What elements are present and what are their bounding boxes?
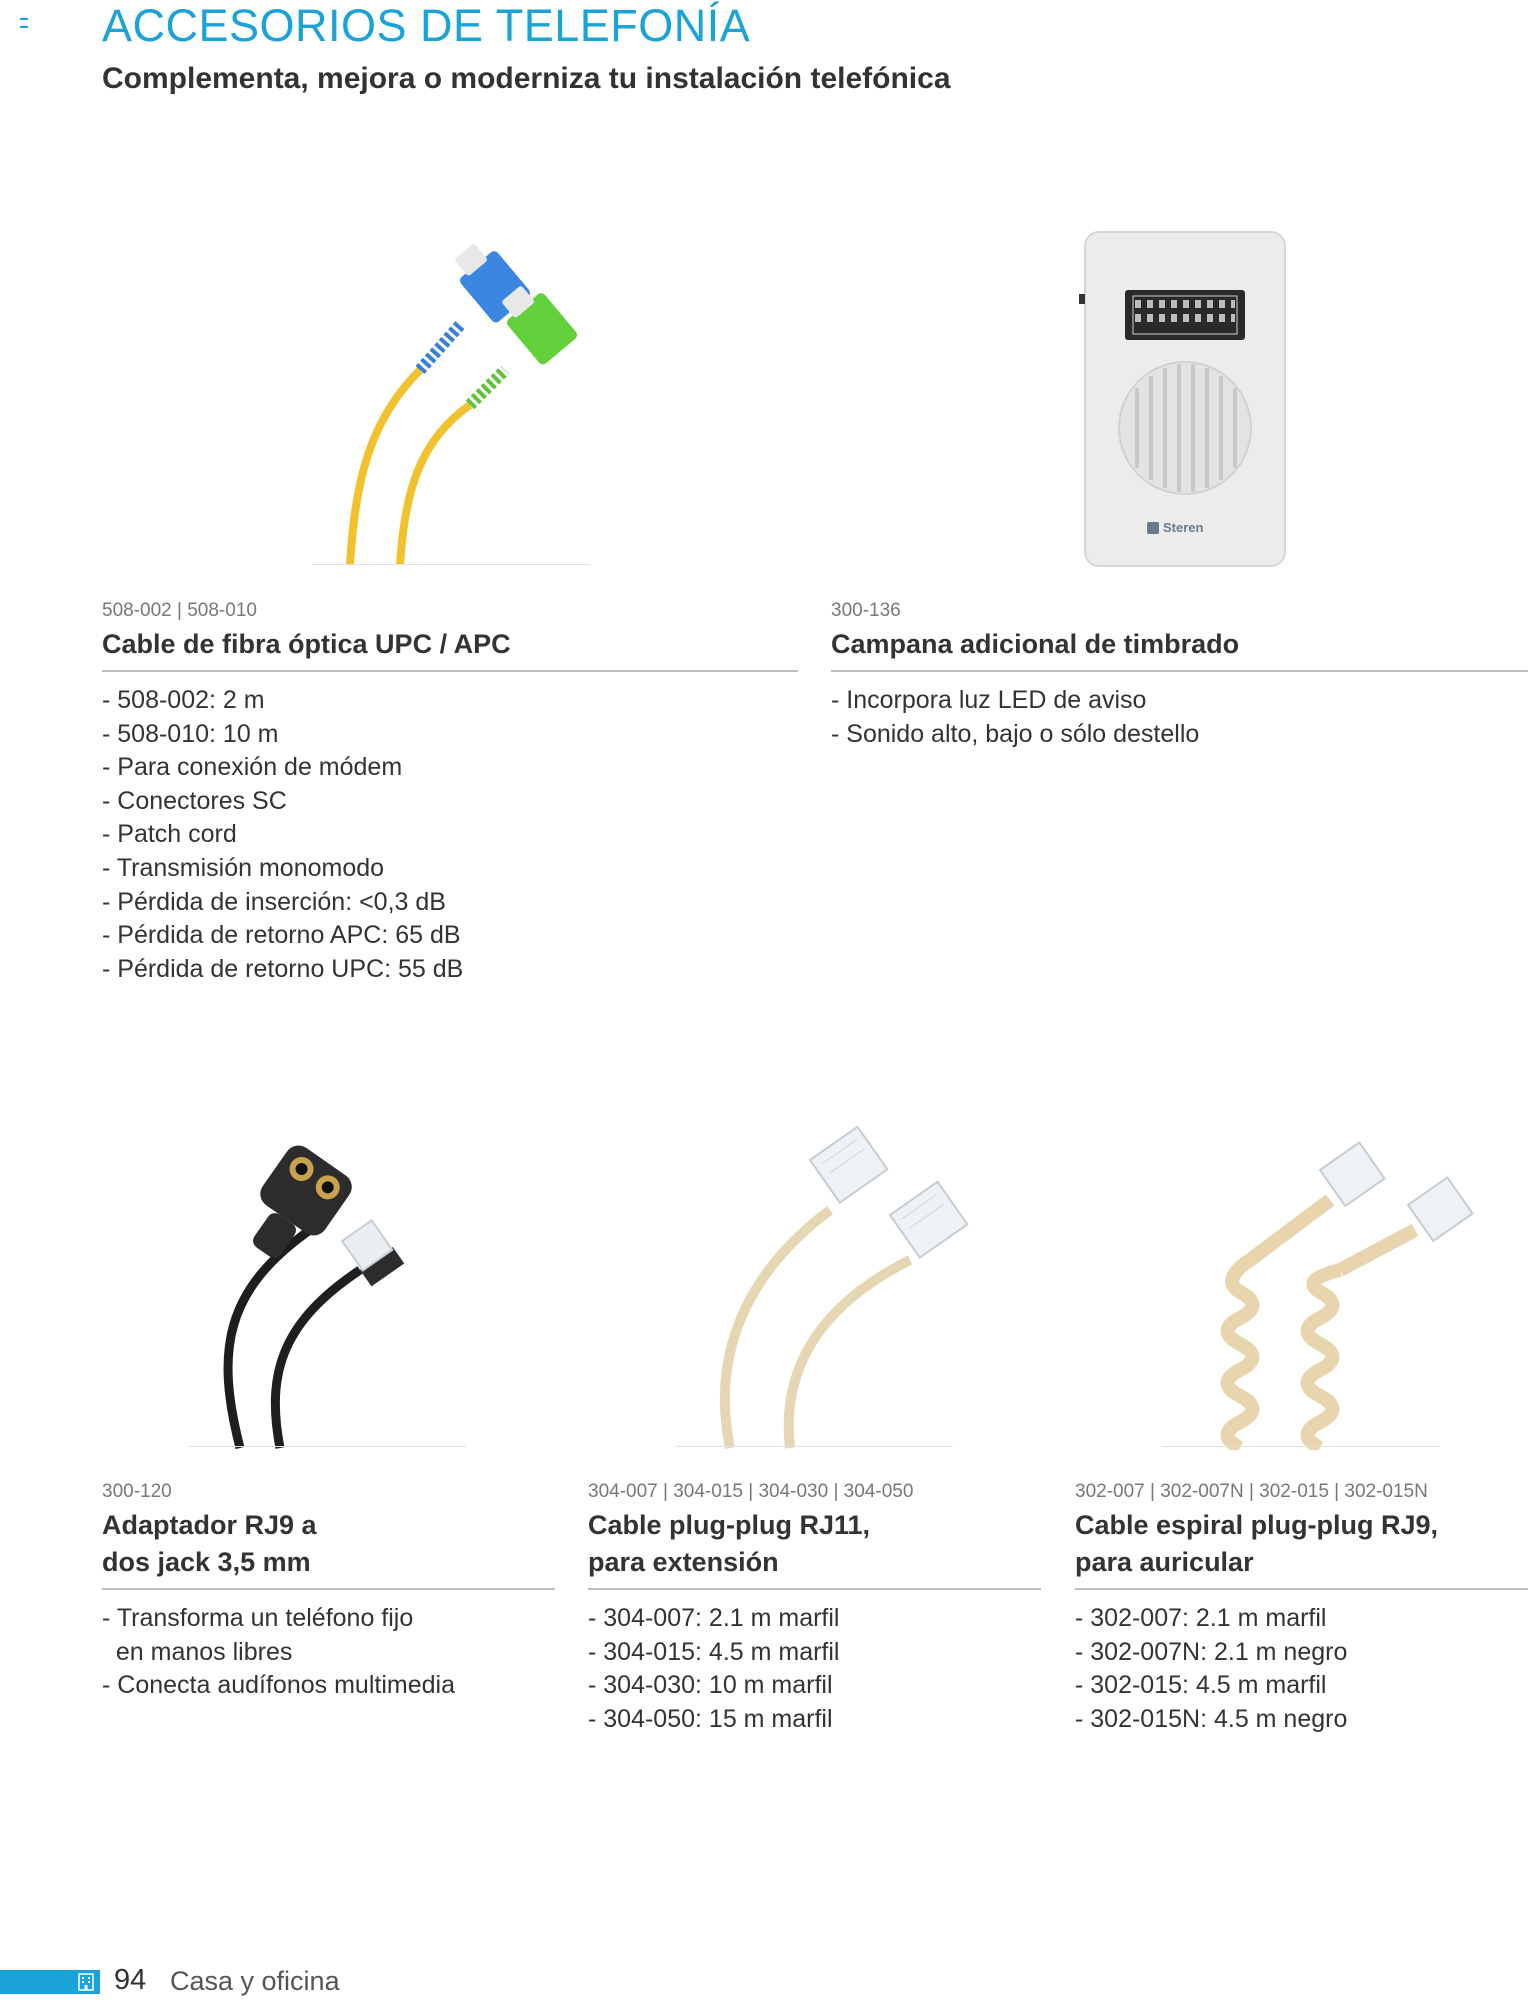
product-name: Adaptador RJ9 a dos jack 3,5 mm	[102, 1507, 317, 1581]
feature-list: - Transforma un teléfono fijo en manos l…	[102, 1602, 455, 1703]
image-baseline	[1162, 1446, 1440, 1447]
divider	[831, 670, 1528, 672]
brand-logo: Steren	[1163, 520, 1204, 535]
page-title: ACCESORIOS DE TELEFONÍA	[102, 0, 751, 51]
corner-mark	[20, 18, 28, 28]
divider	[1075, 1588, 1528, 1590]
list-item: en manos libres	[102, 1637, 293, 1666]
list-item: - Sonido alto, bajo o sólo destello	[831, 719, 1200, 748]
page-subtitle: Complementa, mejora o moderniza tu insta…	[102, 62, 951, 95]
product-name-line: Adaptador RJ9 a	[102, 1510, 317, 1540]
coiled-rj9-cable-image	[1220, 1141, 1474, 1450]
office-building-icon	[78, 1973, 94, 1991]
product-name-line: dos jack 3,5 mm	[102, 1547, 311, 1577]
list-item: - Transforma un teléfono fijo	[102, 1604, 414, 1632]
product-code: 300-120	[102, 1481, 172, 1502]
list-item: - Para conexión de módem	[102, 753, 403, 782]
product-name-line: Cable espiral plug-plug RJ9,	[1075, 1510, 1439, 1540]
product-name: Campana adicional de timbrado	[831, 626, 1239, 663]
product-name-line: Cable de fibra óptica UPC / APC	[102, 629, 511, 659]
fiber-optic-cable-image	[346, 244, 578, 566]
rj9-adapter-image	[223, 1145, 405, 1450]
list-item: - Pérdida de inserción: <0,3 dB	[102, 887, 446, 916]
product-code: 300-136	[831, 600, 901, 621]
list-item: - Conectores SC	[102, 786, 287, 815]
divider	[102, 670, 798, 672]
feature-list: - Incorpora luz LED de aviso - Sonido al…	[831, 684, 1199, 751]
list-item: - 304-007: 2.1 m marfil	[588, 1604, 840, 1632]
product-name: Cable espiral plug-plug RJ9, para auricu…	[1075, 1507, 1438, 1581]
list-item: - Conecta audífonos multimedia	[102, 1671, 455, 1700]
product-code: 304-007 | 304-015 | 304-030 | 304-050	[588, 1481, 914, 1502]
product-name-line: Cable plug-plug RJ11,	[588, 1510, 871, 1540]
feature-list: - 304-007: 2.1 m marfil - 304-015: 4.5 m…	[588, 1602, 840, 1736]
list-item: - 304-030: 10 m marfil	[588, 1671, 833, 1700]
list-item: - Pérdida de retorno APC: 65 dB	[102, 921, 461, 950]
list-item: - 302-015: 4.5 m marfil	[1075, 1671, 1327, 1700]
image-baseline	[312, 564, 590, 565]
list-item: - 302-007: 2.1 m marfil	[1075, 1604, 1327, 1632]
divider	[588, 1588, 1041, 1590]
list-item: - Incorpora luz LED de aviso	[831, 686, 1147, 714]
list-item: - 304-015: 4.5 m marfil	[588, 1637, 840, 1666]
product-code: 508-002 | 508-010	[102, 600, 257, 621]
image-baseline	[675, 1446, 953, 1447]
list-item: - 508-010: 10 m	[102, 719, 279, 748]
ringer-bell-image: Steren	[1079, 231, 1286, 567]
image-baseline	[188, 1446, 466, 1447]
list-item: - Pérdida de retorno UPC: 55 dB	[102, 954, 464, 983]
list-item: - Patch cord	[102, 820, 237, 849]
page-number: 94	[114, 1964, 147, 1996]
product-code: 302-007 | 302-007N | 302-015 | 302-015N	[1075, 1481, 1428, 1502]
list-item: - 302-007N: 2.1 m negro	[1075, 1637, 1348, 1666]
list-item: - Transmisión monomodo	[102, 853, 385, 882]
rj11-cable-image	[719, 1125, 969, 1449]
product-name: Cable de fibra óptica UPC / APC	[102, 626, 511, 663]
list-item: - 302-015N: 4.5 m negro	[1075, 1704, 1348, 1733]
list-item: - 508-002: 2 m	[102, 686, 265, 714]
product-name-line: para auricular	[1075, 1547, 1254, 1577]
divider	[102, 1588, 555, 1590]
feature-list: - 302-007: 2.1 m marfil - 302-007N: 2.1 …	[1075, 1602, 1347, 1736]
section-name: Casa y oficina	[170, 1966, 340, 1996]
feature-list: - 508-002: 2 m - 508-010: 10 m - Para co…	[102, 684, 463, 986]
list-item: - 304-050: 15 m marfil	[588, 1704, 833, 1733]
product-name-line: Campana adicional de timbrado	[831, 629, 1240, 659]
product-name-line: para extensión	[588, 1547, 779, 1577]
product-name: Cable plug-plug RJ11, para extensión	[588, 1507, 870, 1581]
